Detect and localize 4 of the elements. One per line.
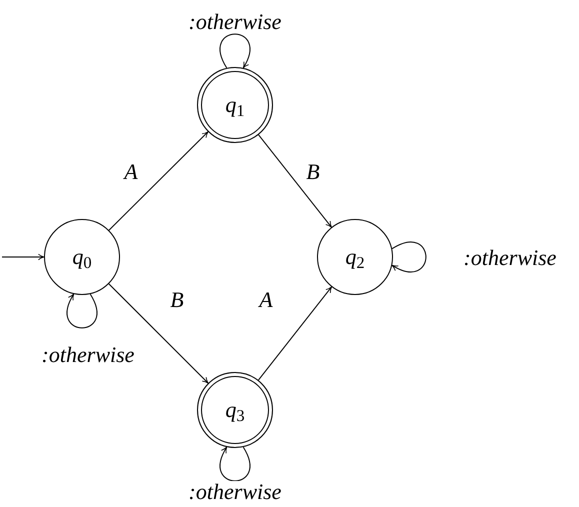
state-label: q$_{1}$: [225, 94, 245, 116]
state-label: q$_{0}$: [72, 246, 92, 268]
state-label: q$_{2}$: [345, 246, 365, 268]
state-label: q$_{3}$: [225, 399, 245, 421]
